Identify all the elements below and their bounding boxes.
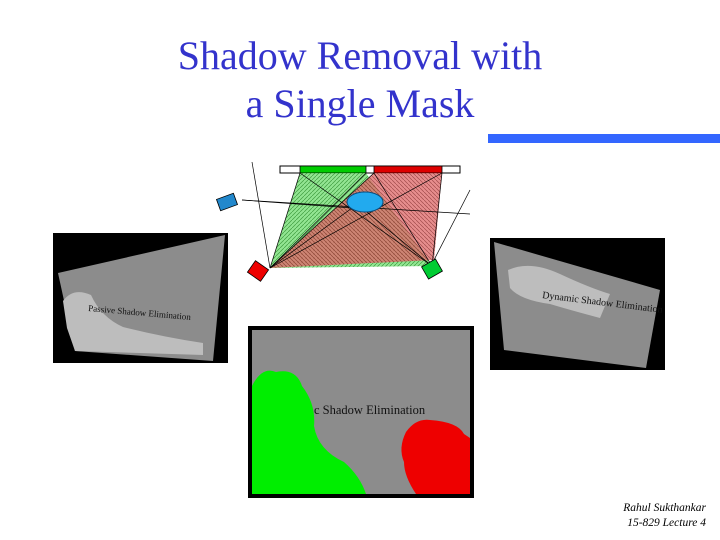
slide-credit: Rahul Sukthankar 15-829 Lecture 4 [526, 501, 706, 531]
red-screen-region [373, 165, 443, 174]
green-projector [421, 258, 443, 280]
left-camera-view: Passive Shadow Elimination [53, 233, 228, 363]
red-region [401, 419, 470, 494]
title-line-1: Shadow Removal with [177, 33, 543, 78]
screen-bar [279, 165, 461, 174]
course-lecture: 15-829 Lecture 4 [627, 517, 706, 529]
accent-rule [488, 134, 720, 143]
camera-block [215, 192, 239, 212]
center-result-view: c Shadow Elimination [248, 326, 474, 498]
right-camera-view: Dynamic Shadow Elimination [490, 238, 665, 370]
right-shadow-region [508, 265, 610, 318]
center-panel-label: c Shadow Elimination [314, 403, 426, 417]
green-region [252, 370, 366, 494]
title-line-2: a Single Mask [245, 81, 475, 126]
projection-diagram [215, 161, 471, 282]
left-shadow-region [63, 292, 203, 355]
occluder-ellipse [346, 191, 384, 213]
green-screen-region [299, 165, 367, 174]
slide-title: Shadow Removal with a Single Mask [120, 32, 600, 128]
red-projector [246, 260, 270, 282]
author-name: Rahul Sukthankar [623, 502, 706, 514]
